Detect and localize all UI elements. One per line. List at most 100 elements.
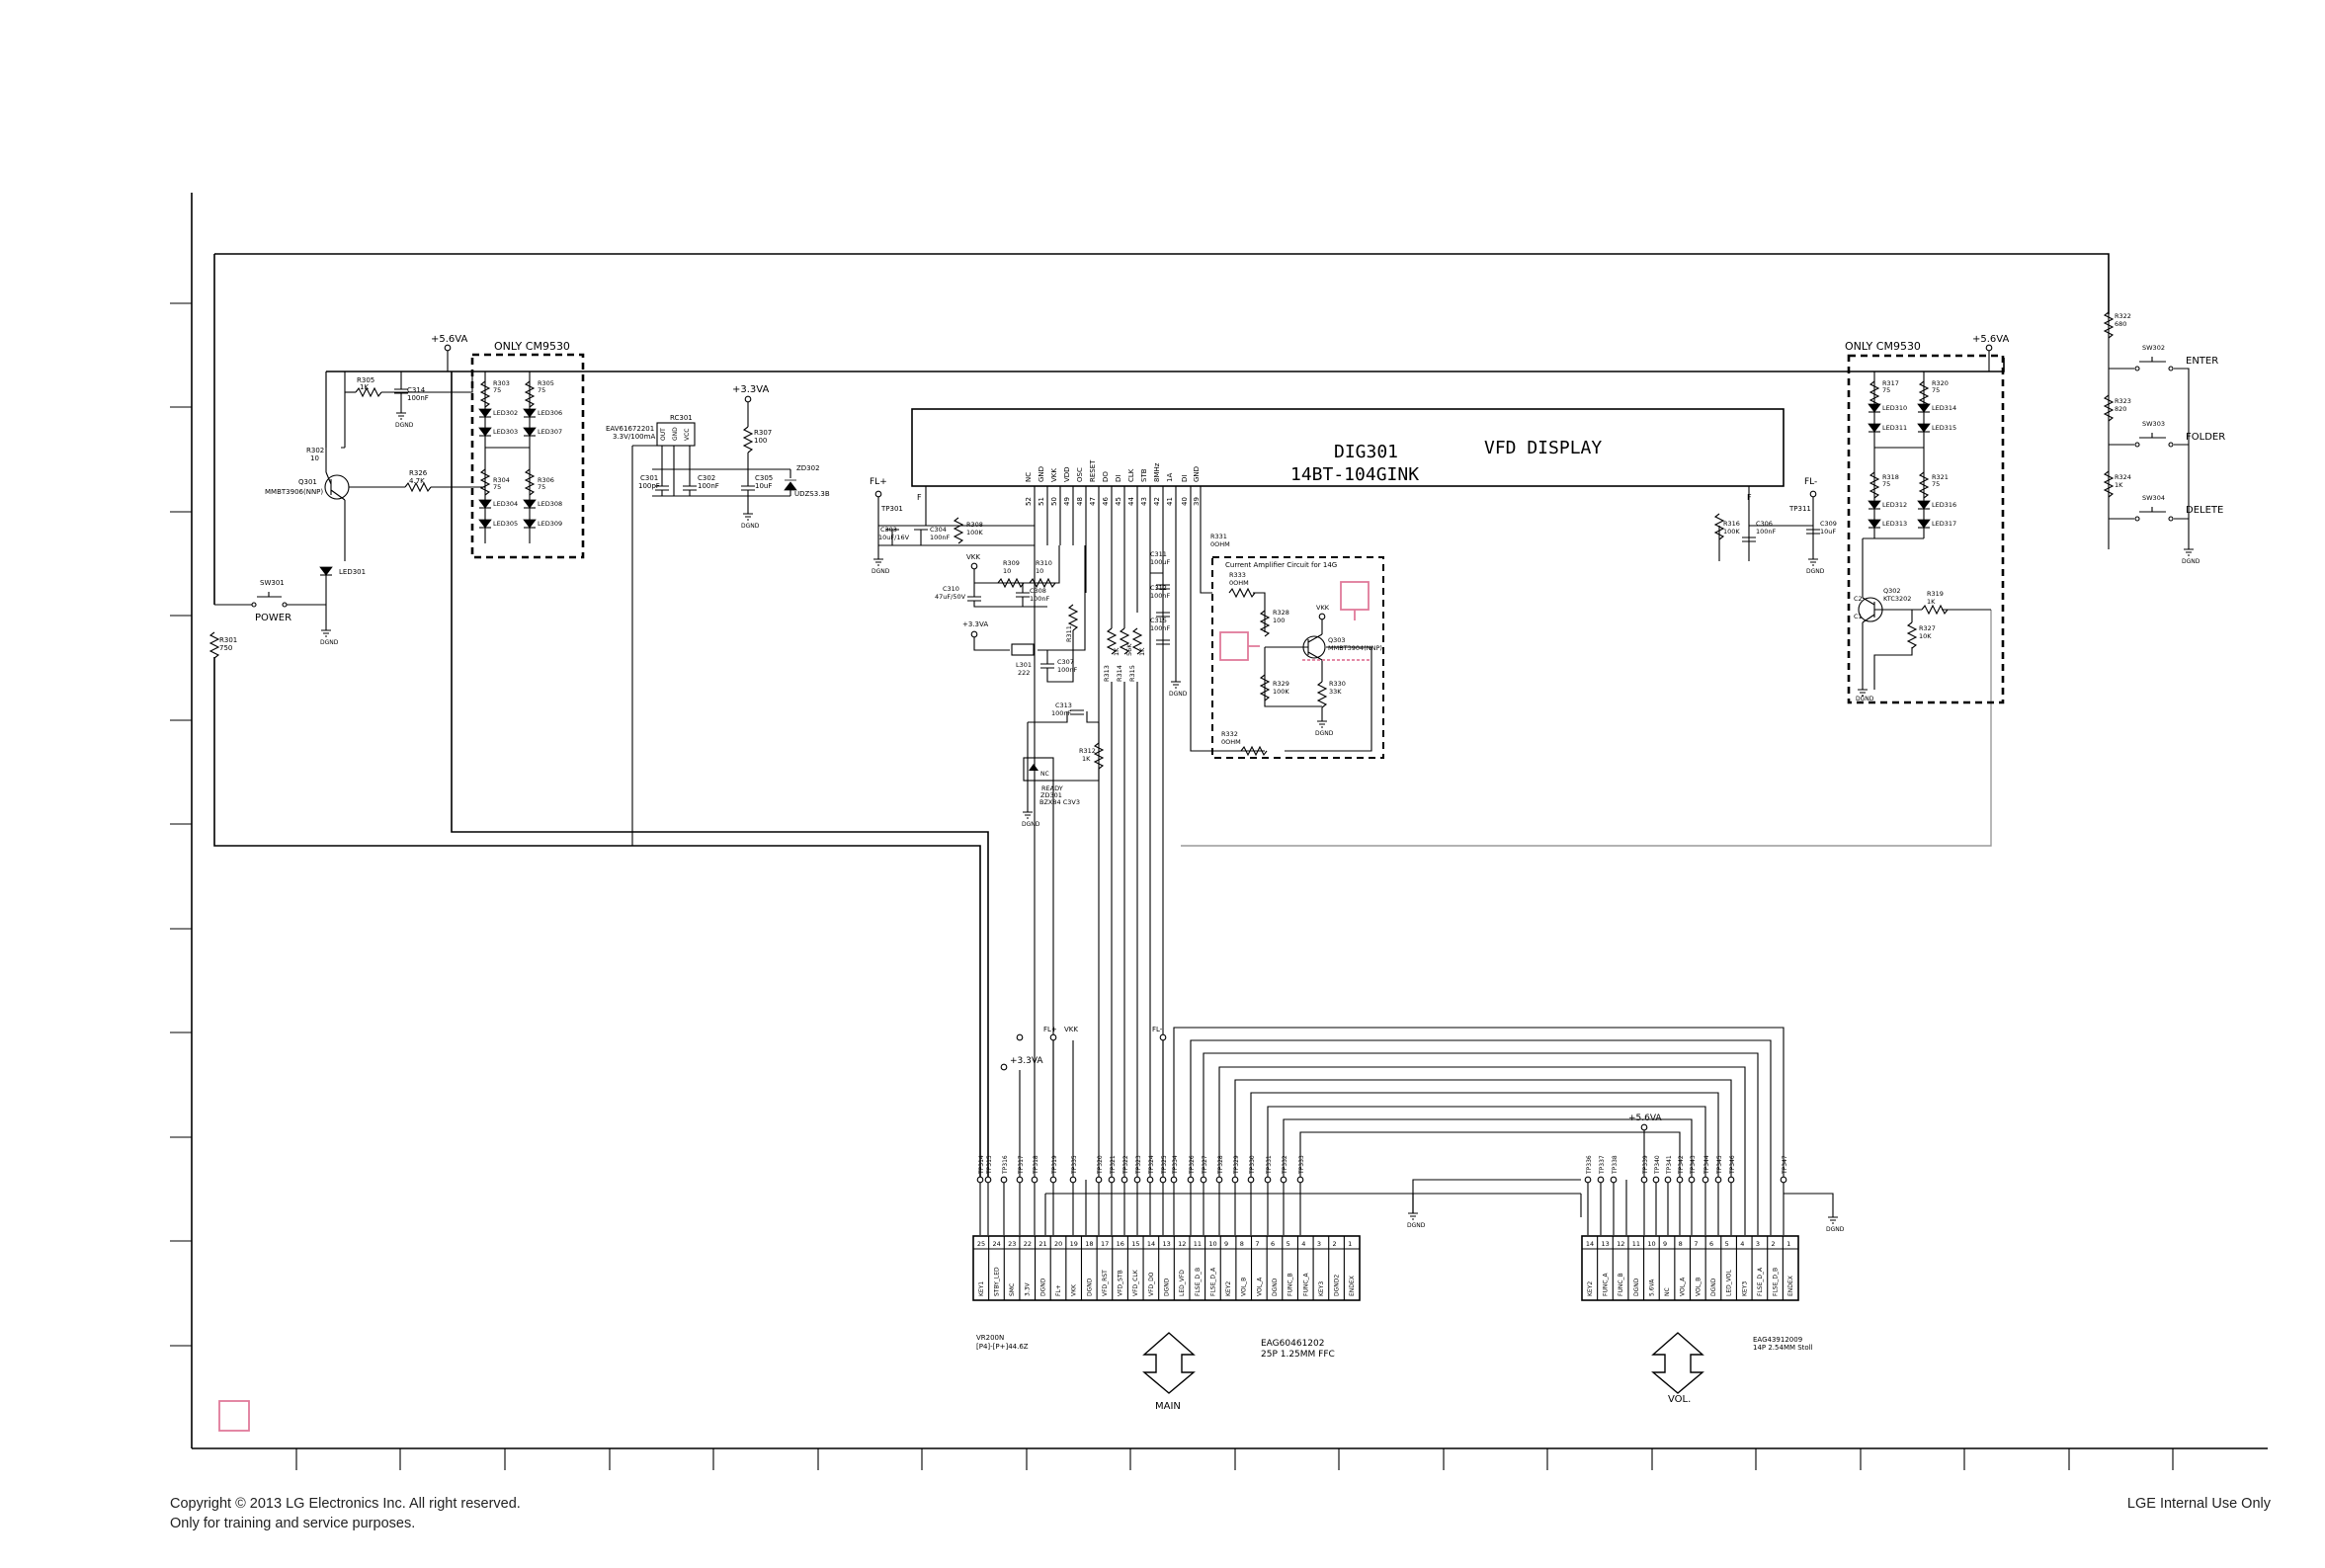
- svg-text:NC: NC: [1040, 771, 1049, 778]
- main-pin-number: 10: [1208, 1240, 1216, 1248]
- internal-use-label: LGE Internal Use Only: [2126, 1496, 2271, 1512]
- test-point-label: TP341: [1666, 1155, 1673, 1175]
- svg-text:LED313: LED313: [1882, 520, 1907, 528]
- rail-vkk-amp: VKK: [1316, 604, 1330, 612]
- svg-text:R328: R328: [1273, 609, 1289, 617]
- main-pin-number: 18: [1085, 1240, 1093, 1248]
- svg-text:4.7K: 4.7K: [409, 477, 425, 485]
- svg-text:Q301: Q301: [298, 478, 317, 486]
- main-pin-signal: VOL_B: [1241, 1278, 1248, 1296]
- test-point-label: TP333: [1298, 1155, 1305, 1175]
- main-pin-number: 15: [1131, 1240, 1139, 1248]
- test-point-label: TP326: [1189, 1155, 1196, 1175]
- test-point: [1095, 1176, 1103, 1184]
- svg-text:10K: 10K: [1919, 632, 1932, 640]
- svg-text:50: 50: [1050, 497, 1058, 506]
- svg-text:10uF: 10uF: [1820, 528, 1836, 536]
- main-conn-note2: [P4]-[P+]44.6Z: [976, 1343, 1029, 1351]
- svg-text:LED310: LED310: [1882, 404, 1907, 412]
- svg-text:45: 45: [1115, 497, 1122, 506]
- vol-pin-signal: 5.6VA: [1648, 1279, 1655, 1296]
- rail-33va-small: +3.3VA: [962, 620, 988, 628]
- main-pin-number: 12: [1178, 1240, 1186, 1248]
- svg-text:R317: R317: [1882, 379, 1899, 387]
- copyright-footer: Copyright © 2013 LG Electronics Inc. All…: [170, 1494, 521, 1533]
- vol-pin-number: 3: [1756, 1240, 1760, 1248]
- svg-text:DGND: DGND: [395, 422, 414, 429]
- sw-delete-label: DELETE: [2186, 505, 2223, 516]
- rail-flplus: FL+: [870, 477, 887, 487]
- main-pin-number: 6: [1271, 1240, 1275, 1248]
- key-switches: R322 680 R323 820 R324 1K SW302 ENTER SW…: [2104, 311, 2225, 565]
- main-pin-signal: FUNC_B: [1287, 1273, 1294, 1296]
- vol-pin-number: 6: [1709, 1240, 1713, 1248]
- test-point-label: TP319: [1051, 1155, 1058, 1175]
- test-point-label: TP321: [1110, 1155, 1117, 1175]
- main-conn-ref: EAG60461202: [1261, 1339, 1324, 1349]
- svg-text:R302: R302: [306, 447, 324, 454]
- svg-text:C311: C311: [1150, 550, 1167, 558]
- main-pin-signal: ENDEX: [1349, 1276, 1356, 1296]
- left-power-section: +5.6VA C314 100nF DGND Q301 MMBT3906(NNP…: [209, 334, 473, 659]
- svg-text:R301: R301: [219, 636, 237, 644]
- svg-text:75: 75: [1932, 480, 1940, 488]
- svg-text:680: 680: [2115, 320, 2126, 328]
- copyright-line: Copyright © 2013 LG Electronics Inc. All…: [170, 1496, 521, 1512]
- svg-text:STB: STB: [1140, 468, 1148, 482]
- vol-pin-signal: KEY3: [1741, 1281, 1748, 1296]
- test-point: [1610, 1176, 1618, 1184]
- svg-text:Q303: Q303: [1328, 636, 1346, 644]
- svg-text:LED317: LED317: [1932, 520, 1956, 528]
- main-pin-signal: KEY3: [1318, 1281, 1325, 1296]
- sw-delete-ref: SW304: [2142, 494, 2165, 502]
- rail-flminus-conn: FL-: [1152, 1026, 1163, 1033]
- svg-text:R305: R305: [357, 376, 374, 384]
- sw-folder-ref: SW303: [2142, 420, 2165, 428]
- svg-text:DI: DI: [1115, 475, 1122, 482]
- svg-text:NC: NC: [1025, 472, 1033, 482]
- test-point-label: TP329: [1233, 1155, 1240, 1175]
- svg-text:42: 42: [1153, 497, 1161, 506]
- test-point-label: TP337: [1599, 1155, 1606, 1175]
- main-pin-signal: FUNC_A: [1302, 1272, 1309, 1296]
- test-point: [1296, 1176, 1304, 1184]
- main-pin-signal: KEY2: [1225, 1281, 1232, 1296]
- svg-text:R319: R319: [1927, 590, 1944, 598]
- svg-text:1K: 1K: [1082, 755, 1091, 763]
- test-point-label: TP339: [1642, 1155, 1649, 1175]
- svg-text:C314: C314: [407, 386, 426, 394]
- svg-text:R307: R307: [754, 429, 772, 437]
- main-pin-number: 7: [1255, 1240, 1259, 1248]
- main-label: MAIN: [1155, 1401, 1181, 1412]
- test-point: [1640, 1176, 1648, 1184]
- svg-text:LED306: LED306: [538, 409, 562, 417]
- test-point-label: TP332: [1282, 1155, 1288, 1175]
- test-point: [1133, 1176, 1141, 1184]
- main-pin-number: 22: [1024, 1240, 1032, 1248]
- svg-text:33K: 33K: [1329, 688, 1342, 696]
- svg-text:READY: READY: [1041, 784, 1063, 792]
- svg-text:75: 75: [1882, 386, 1890, 394]
- rail-33va-conn: +3.3VA: [1010, 1056, 1043, 1066]
- svg-text:C309: C309: [1820, 520, 1837, 528]
- svg-text:DGND: DGND: [1826, 1226, 1845, 1233]
- svg-text:OSC: OSC: [1076, 467, 1084, 482]
- test-point-label: TP323: [1135, 1155, 1142, 1175]
- main-pin-signal: DGND: [1086, 1278, 1093, 1296]
- svg-text:1K: 1K: [2115, 481, 2123, 489]
- test-point: [1108, 1176, 1116, 1184]
- svg-text:C313: C313: [1055, 701, 1072, 709]
- rail-56va-right: +5.6VA: [1972, 334, 2009, 345]
- main-pin-signal: FL+: [1055, 1284, 1062, 1296]
- svg-text:CLK: CLK: [1127, 468, 1135, 482]
- test-point: [976, 1176, 984, 1184]
- main-conn-note: VR200N: [976, 1334, 1004, 1342]
- test-point-label: TP330: [1249, 1155, 1256, 1175]
- sw-folder-label: FOLDER: [2186, 432, 2225, 443]
- svg-text:OUT: OUT: [660, 428, 667, 441]
- svg-text:R327: R327: [1919, 624, 1936, 632]
- svg-text:52: 52: [1025, 497, 1033, 506]
- svg-text:C1: C1: [1854, 613, 1863, 620]
- svg-text:R330: R330: [1329, 680, 1346, 688]
